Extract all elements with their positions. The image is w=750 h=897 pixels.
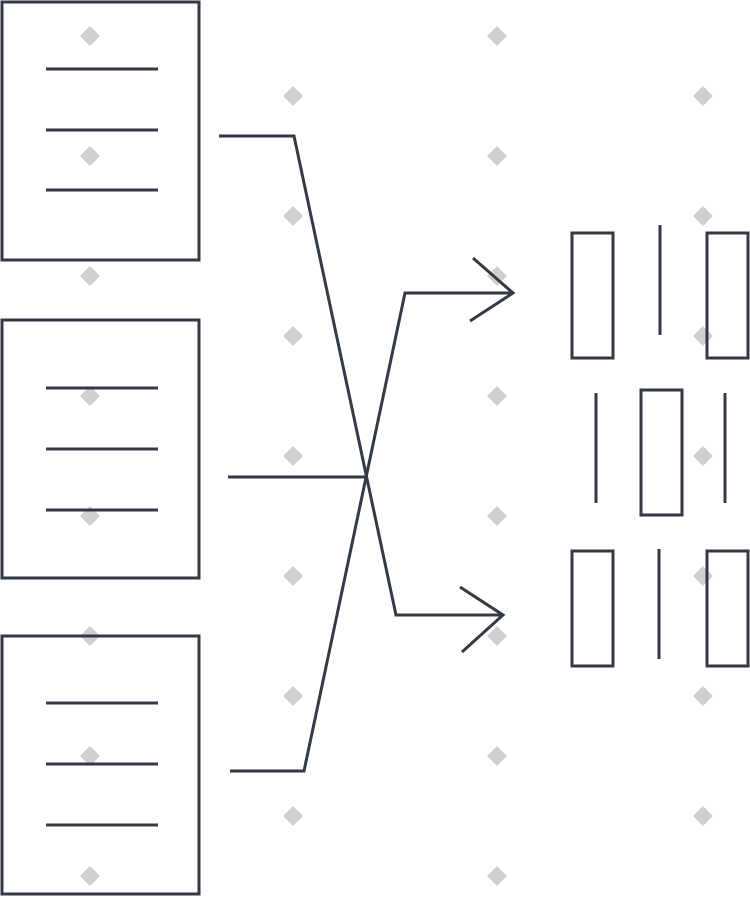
watermark-diamond-10 (283, 326, 303, 346)
watermark-diamond-0 (80, 26, 100, 46)
watermark-diamond-6 (80, 746, 100, 766)
document-2 (0, 318, 201, 580)
watermark-diamond-1 (80, 146, 100, 166)
watermark-diamond-26 (693, 446, 713, 466)
arrowhead-lower (459, 585, 506, 654)
watermark-diamond-21 (487, 746, 507, 766)
watermark-diamond-20 (487, 626, 507, 646)
watermark-diamond-28 (693, 686, 713, 706)
document-1 (0, 0, 201, 262)
watermark-diamond-22 (487, 866, 507, 886)
watermark-pattern (80, 26, 713, 886)
connector-from-document-3 (230, 291, 513, 773)
watermark-diamond-29 (693, 806, 713, 826)
watermark-diamond-25 (693, 326, 713, 346)
document-2-frame (0, 318, 201, 580)
watermark-diamond-24 (693, 206, 713, 226)
watermark-diamond-16 (487, 146, 507, 166)
watermark-diamond-11 (283, 446, 303, 466)
watermark-diamond-19 (487, 506, 507, 526)
document-3 (0, 634, 201, 896)
watermark-diamond-12 (283, 566, 303, 586)
watermark-diamond-7 (80, 866, 100, 886)
watermark-diamond-2 (80, 266, 100, 286)
connector-from-document-1 (219, 134, 503, 617)
document-3-frame (0, 634, 201, 896)
output-block-row1-left (570, 231, 615, 360)
output-block-row3-left (570, 549, 615, 668)
watermark-diamond-9 (283, 206, 303, 226)
document-1-frame (0, 0, 201, 262)
watermark-diamond-23 (693, 86, 713, 106)
output-block-row1-right (705, 231, 750, 360)
watermark-diamond-27 (693, 566, 713, 586)
watermark-diamond-13 (283, 686, 303, 706)
watermark-diamond-14 (283, 806, 303, 826)
watermark-diamond-8 (283, 86, 303, 106)
output-blocks (570, 225, 750, 668)
arrowhead-upper (469, 256, 516, 323)
watermark-diamond-3 (80, 386, 100, 406)
connectors (219, 134, 513, 773)
output-block-row3-right (705, 549, 750, 668)
output-block-row2-middle (639, 388, 684, 517)
watermark-diamond-18 (487, 386, 507, 406)
watermark-diamond-17 (487, 266, 507, 286)
watermark-diamond-15 (487, 26, 507, 46)
